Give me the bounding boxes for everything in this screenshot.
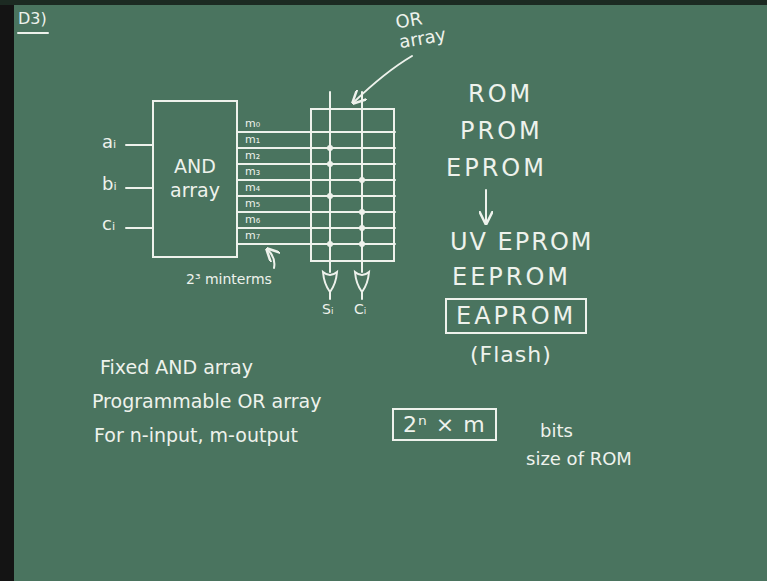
signal-name: Sᵢ [322, 301, 333, 318]
formula-box: 2ⁿ × m [392, 408, 497, 441]
board-frame [0, 0, 767, 5]
input-wire [126, 187, 152, 189]
minterm-line [238, 147, 310, 149]
input-wire [126, 144, 152, 146]
leader-arrow [354, 56, 412, 102]
minterm-line [238, 163, 310, 165]
minterm-line [238, 211, 310, 213]
minterm-label: m₃ [244, 166, 261, 178]
note: 2³ minterms [186, 271, 272, 288]
memory-type: ROM [468, 80, 533, 109]
box-text: EAPROM [456, 302, 576, 330]
or-array-box: OR array [310, 108, 395, 262]
minterm-label: m₂ [244, 150, 261, 162]
underline [18, 32, 48, 34]
signal-name: aᵢ [102, 131, 116, 153]
or-gate-symbol [323, 272, 337, 292]
input-wire [126, 227, 152, 229]
and-array-box: AND array [152, 100, 238, 258]
note: Fixed AND array [100, 356, 253, 379]
note: size of ROM [526, 448, 632, 470]
down-arrow [485, 190, 487, 222]
output-wire [329, 292, 331, 299]
section-number: D3) [18, 9, 47, 28]
memory-type: PROM [460, 117, 543, 146]
memory-type: (Flash) [470, 342, 552, 368]
minterm-line [238, 243, 310, 245]
memory-type: EPROM [446, 154, 547, 183]
array-heading: OR array [394, 2, 464, 52]
box-text: AND array [160, 155, 230, 203]
minterm-line [238, 195, 310, 197]
board-frame [0, 0, 14, 581]
output-wire [361, 292, 363, 299]
or-gate-symbol [355, 272, 369, 292]
note: For n-input, m-output [94, 424, 298, 447]
minterm-label: m₅ [244, 198, 261, 210]
connection-dot [327, 145, 365, 247]
minterm-label: m₄ [244, 182, 261, 194]
signal-name: bᵢ [102, 173, 117, 195]
box-text: 2ⁿ × m [403, 412, 486, 437]
signal-name: Cᵢ [354, 301, 366, 318]
minterm-line [238, 227, 310, 229]
minterm-line [238, 131, 310, 133]
minterm-label: m₇ [244, 230, 261, 242]
or-array-grid [310, 92, 395, 272]
unit-label: bits [540, 420, 573, 442]
minterm-line [238, 179, 310, 181]
memory-type: EEPROM [452, 263, 571, 292]
memory-type: UV EPROM [450, 228, 594, 257]
highlight-box: EAPROM [445, 298, 587, 334]
signal-name: cᵢ [102, 213, 115, 235]
minterm-label: m₁ [244, 134, 261, 146]
minterm-label: m₀ [244, 118, 261, 130]
note: Programmable OR array [92, 390, 321, 413]
minterm-label: m₆ [244, 214, 261, 226]
leader-arrow [268, 250, 274, 268]
